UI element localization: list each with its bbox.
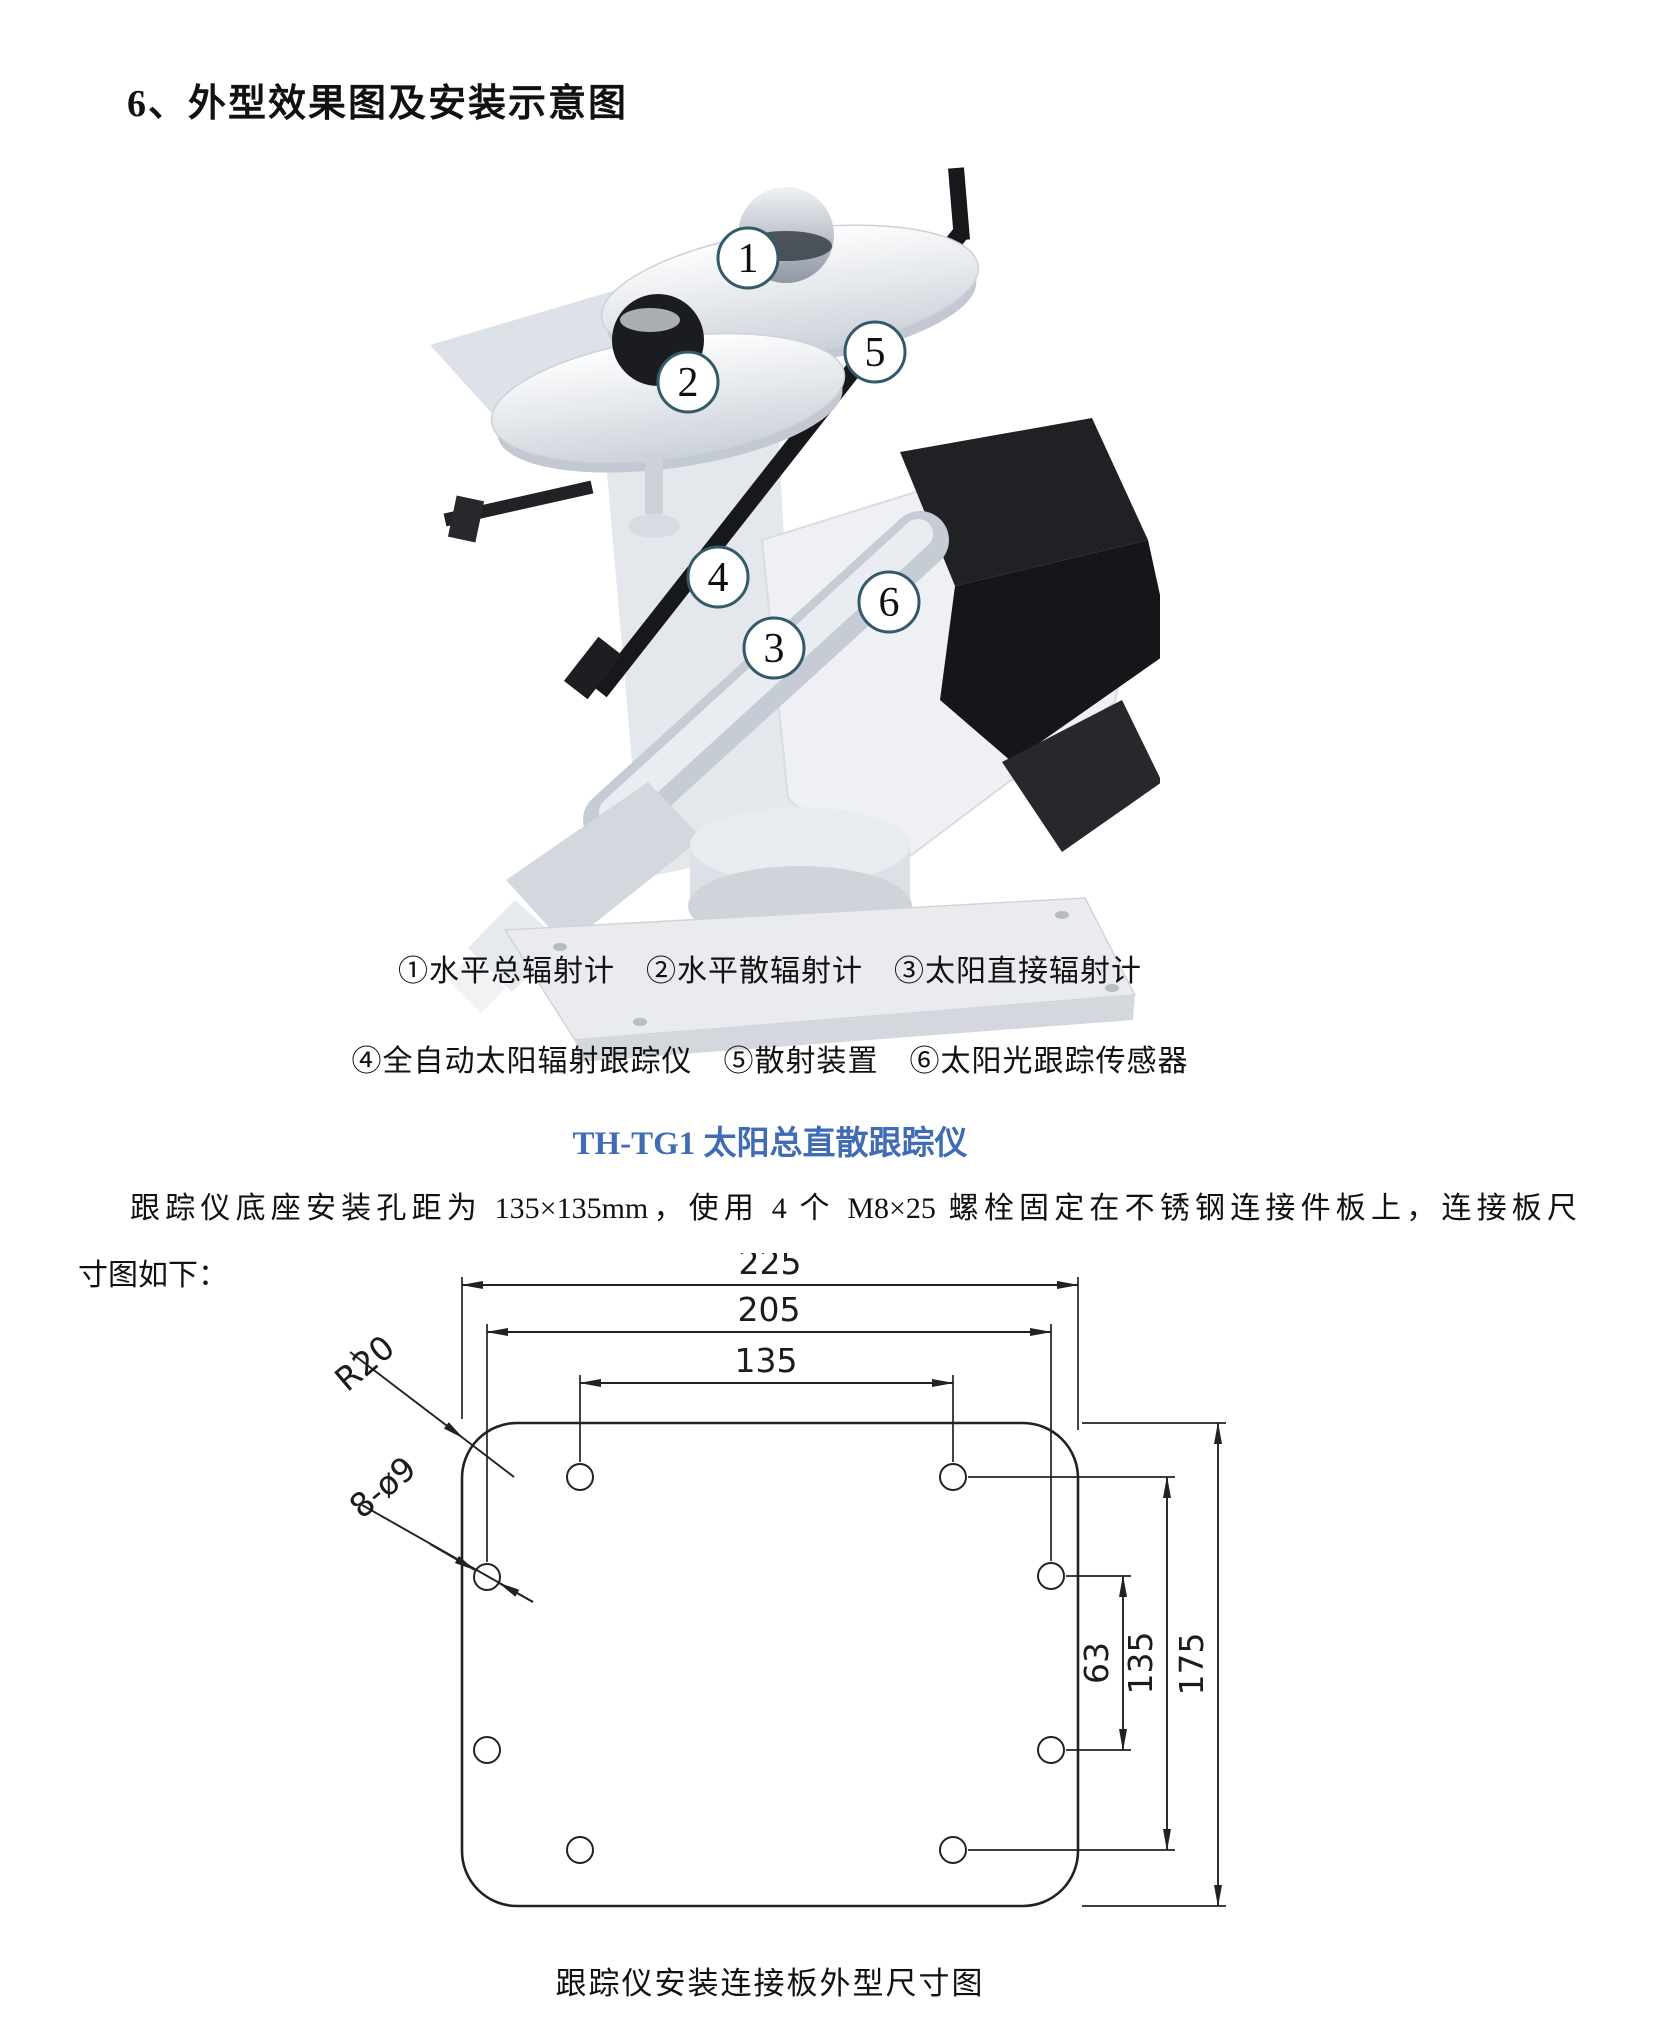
plate-hole	[566, 1836, 594, 1864]
holes-leader	[361, 1504, 534, 1603]
callout-4: 4	[686, 545, 750, 609]
callout-6: 6	[857, 570, 921, 634]
callout-2: 2	[656, 350, 720, 414]
figure-caption-line2: ④全自动太阳辐射跟踪仪 ⑤散射装置 ⑥太阳光跟踪传感器	[351, 1045, 1189, 1078]
svg-text:2: 2	[678, 360, 699, 406]
dim-label-175: 175	[1172, 1633, 1211, 1696]
svg-text:5: 5	[865, 330, 886, 376]
plate-outline	[460, 1421, 1080, 1908]
corner-radius-label: R20	[330, 1327, 402, 1399]
callout-5: 5	[843, 320, 907, 384]
dim-label-63: 63	[1077, 1642, 1116, 1684]
section-heading: 6、外型效果图及安装示意图	[127, 83, 629, 125]
extension-lines	[461, 1277, 1226, 1907]
housing-wedge	[1002, 700, 1160, 852]
dim-label-135-horizontal: 135	[735, 1341, 798, 1380]
shade-arm-top	[948, 167, 970, 241]
svg-text:1: 1	[738, 236, 759, 282]
shade-arm-end-tab	[563, 636, 623, 700]
base-hole	[1105, 984, 1119, 992]
plate-hole	[1037, 1562, 1065, 1590]
tube-tip	[448, 955, 506, 1013]
plate-hole	[939, 1463, 967, 1491]
base-plate-edge	[575, 995, 1135, 1062]
dim-label-135-vertical: 135	[1121, 1632, 1160, 1695]
motor-housing-lower	[940, 540, 1160, 762]
base-hole	[1055, 911, 1069, 919]
motor-housing-upper	[900, 418, 1148, 586]
pyranometer2-knob	[628, 514, 680, 538]
svg-text:6: 6	[879, 580, 900, 626]
tube-flare	[506, 782, 702, 946]
callout-1: 1	[716, 226, 780, 290]
pedestal-top	[690, 807, 910, 883]
body-text-line1: 跟踪仪底座安装孔距为 135×135mm，使用 4 个 M8×25 螺栓固定在不…	[130, 1192, 1577, 1225]
svg-text:4: 4	[708, 555, 729, 601]
svg-text:3: 3	[764, 626, 785, 672]
pyranometer2-dome-shine	[620, 308, 680, 332]
dim-label-225: 225	[739, 1253, 802, 1282]
plate-hole	[566, 1463, 594, 1491]
shade-arm-clamp	[447, 495, 485, 543]
plate-hole	[1037, 1736, 1065, 1764]
mounting-plate-drawing: 225 205 135 63 135 175 R20 8-ø9	[330, 1253, 1226, 1908]
dim-label-205: 205	[738, 1290, 801, 1329]
pyranometer2-stem	[645, 452, 663, 514]
base-hole	[553, 943, 567, 951]
drawing-caption: 跟踪仪安装连接板外型尺寸图	[555, 1966, 985, 2001]
plate-hole	[473, 1736, 501, 1764]
holes-count-label: 8-ø9	[342, 1448, 424, 1526]
callout-3: 3	[742, 616, 806, 680]
tracker-render-figure: 1 2 5 4 3 6	[430, 167, 1160, 1062]
r20-leader	[349, 1351, 515, 1478]
body-text-line2: 寸图如下：	[78, 1259, 228, 1292]
product-title: TH-TG1 太阳总直散跟踪仪	[572, 1126, 968, 1162]
plate-hole	[473, 1563, 501, 1591]
figure-caption-line1: ①水平总辐射计 ②水平散辐射计 ③太阳直接辐射计	[398, 955, 1142, 988]
base-hole	[633, 1018, 647, 1026]
plate-hole	[939, 1836, 967, 1864]
